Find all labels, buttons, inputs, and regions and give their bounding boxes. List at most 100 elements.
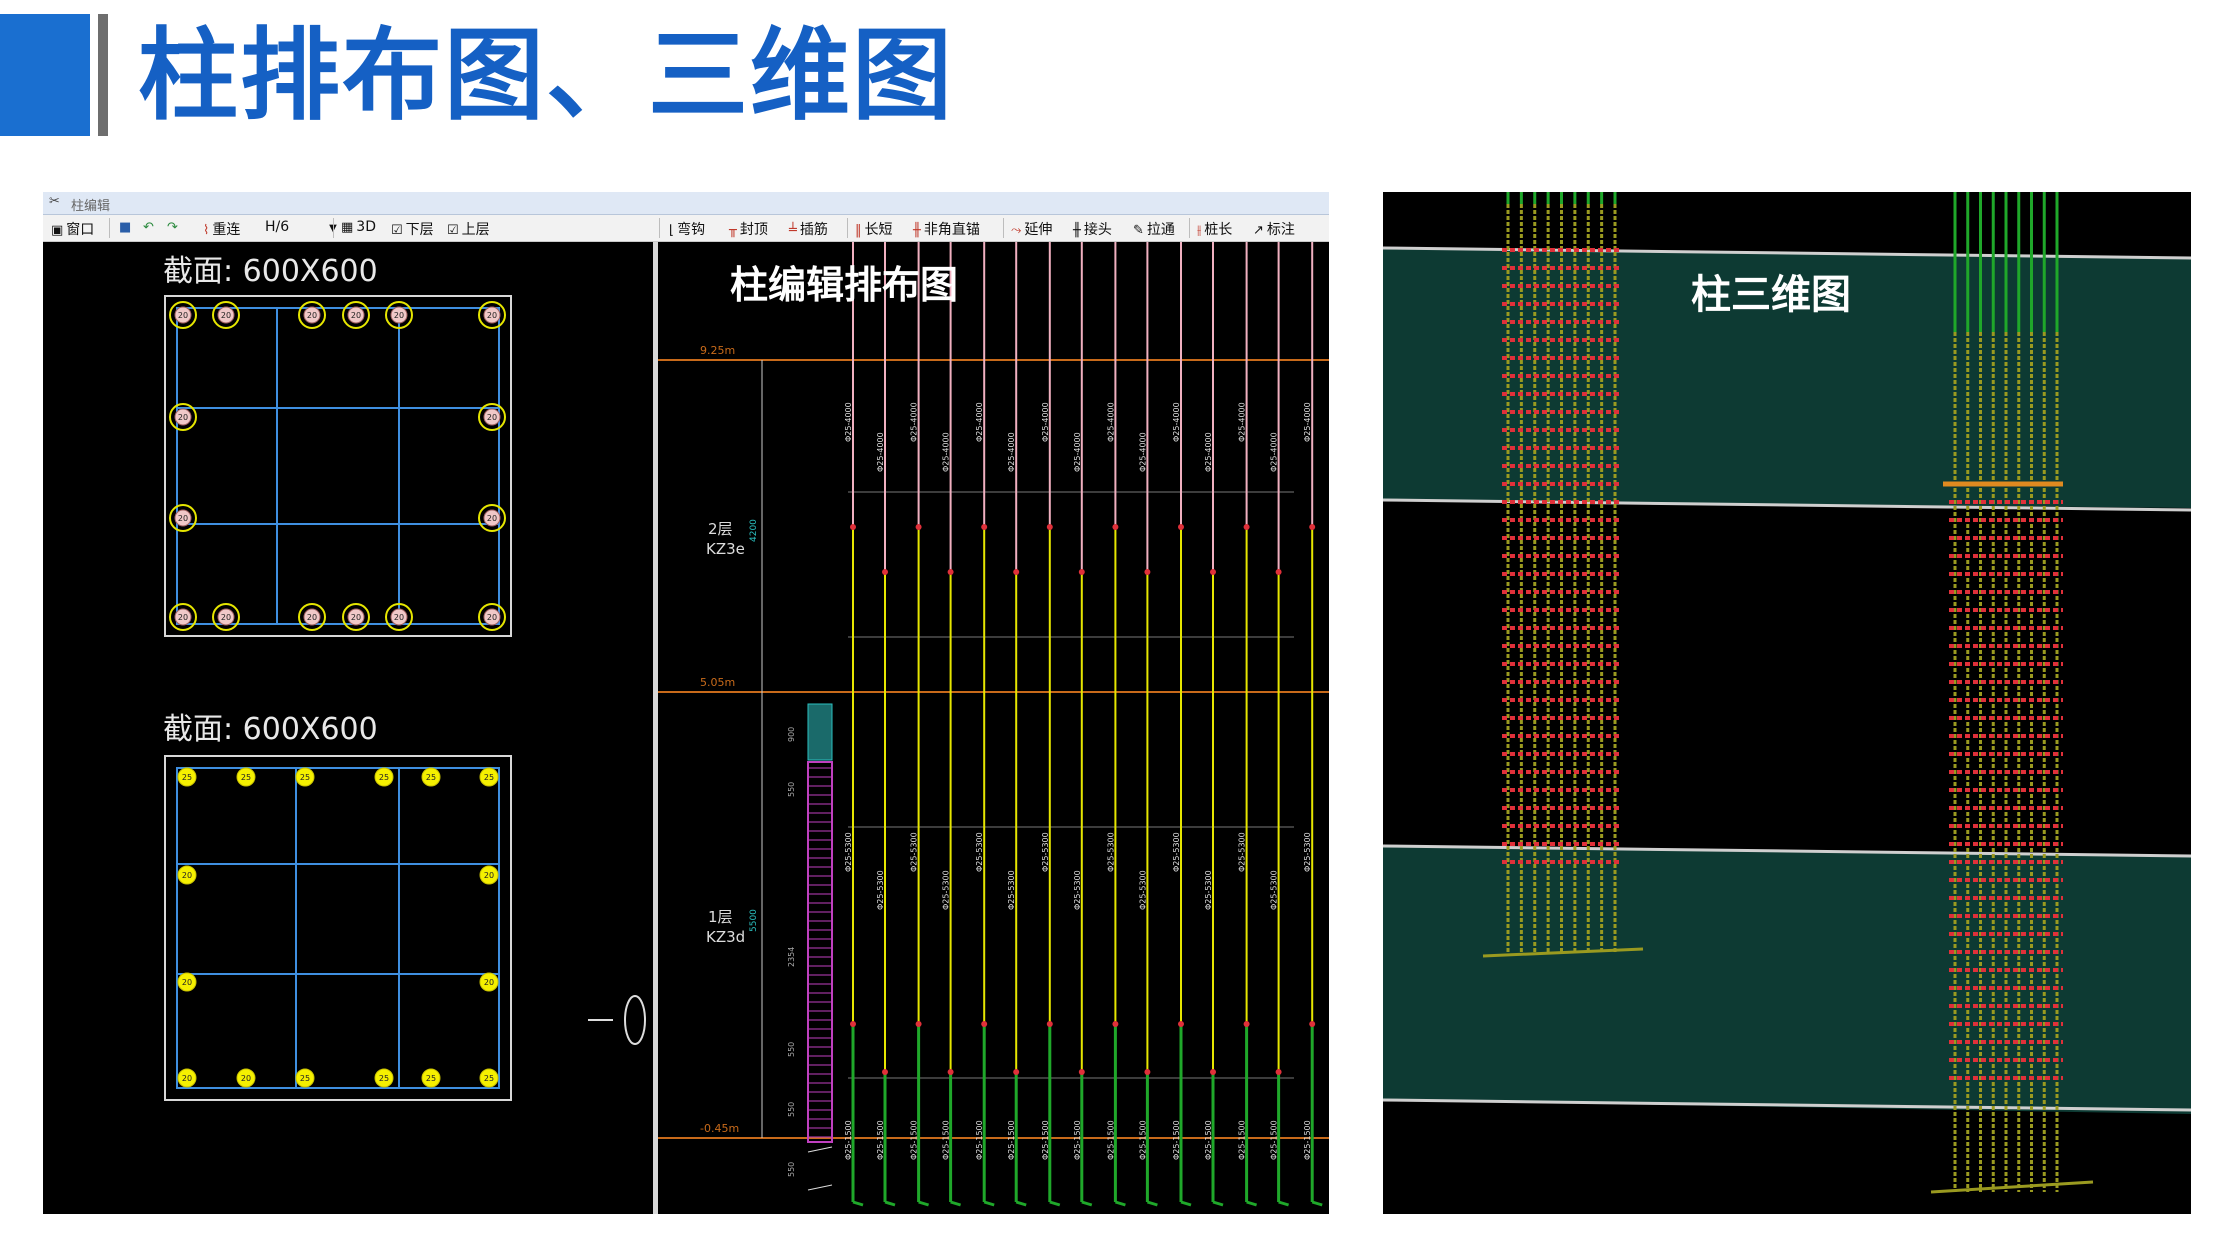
pane-splitter[interactable] — [653, 242, 658, 1214]
bar-circle — [177, 767, 197, 787]
bar-label: Φ25-5300 — [1138, 870, 1147, 910]
checkbox-checked-icon: ☑ — [391, 223, 403, 238]
bar-ring — [478, 403, 506, 431]
level-label: -0.45m — [700, 1122, 739, 1135]
bar-number: 25 — [182, 773, 192, 782]
joint-mark — [981, 524, 988, 530]
bar-circle — [295, 1068, 315, 1088]
rebar-hook — [1081, 1200, 1093, 1207]
bar-label: Φ25-5300 — [1041, 832, 1050, 872]
relink-button[interactable]: ⌇重连 — [203, 222, 241, 238]
hook-button[interactable]: ⌊弯钩 — [669, 222, 706, 238]
rebar-hook — [983, 1200, 995, 1207]
bar-label: Φ25-1500 — [1007, 1120, 1016, 1160]
annotate-button[interactable]: ↗标注 — [1253, 222, 1295, 238]
rebar-hook — [884, 1200, 896, 1207]
bar-number: 20 — [484, 978, 494, 987]
editor-app-icon: ✂ — [49, 194, 60, 209]
bar-label: Φ25-1500 — [1204, 1120, 1213, 1160]
svg-text:900: 900 — [787, 727, 796, 742]
bar-circle — [174, 509, 192, 527]
level-select[interactable]: H/6▼ — [265, 219, 337, 235]
section-outline-lower — [164, 755, 512, 1101]
extend-icon: ⤳ — [1011, 223, 1022, 238]
insert-bar-button[interactable]: ╧插筋 — [789, 222, 828, 238]
joint-mark — [981, 1021, 988, 1027]
joint-mark — [947, 569, 954, 575]
seal-top-button[interactable]: ╥封顶 — [729, 222, 768, 238]
window-button[interactable]: ▣窗口 — [51, 222, 95, 238]
column-code: KZ3e — [706, 540, 745, 558]
length-icon: ‖ — [855, 223, 862, 238]
elevation-drawing: 9.25m 5.05m -0.45m 2层 KZ3e 4200 1层 KZ3d … — [658, 242, 1329, 1207]
bar-number: 25 — [484, 1074, 494, 1083]
bar-number: 20 — [351, 613, 361, 622]
lower-layer-checkbox[interactable]: ☑下层 — [391, 222, 434, 238]
bar-circle — [177, 972, 197, 992]
bar-label: Φ25-5300 — [975, 832, 984, 872]
svg-text:2354: 2354 — [787, 947, 796, 967]
bar-label: Φ25-5300 — [1303, 832, 1312, 872]
bar-label: Φ25-4000 — [1238, 402, 1247, 442]
joint-mark — [1275, 1069, 1282, 1075]
joint-button[interactable]: ╫接头 — [1073, 222, 1112, 238]
bar-number: 20 — [178, 413, 188, 422]
bar-circle — [390, 306, 408, 324]
bar-number: 25 — [484, 773, 494, 782]
bar-circle — [236, 1068, 256, 1088]
bar-label: Φ25-4000 — [1007, 432, 1016, 472]
pull-through-button[interactable]: ✎拉通 — [1133, 222, 1175, 238]
stirrup-zone — [807, 761, 833, 1143]
bar-circle — [479, 865, 499, 885]
bar-label: Φ25-1500 — [1041, 1120, 1050, 1160]
joint-mark — [1013, 1069, 1020, 1075]
bar-ring — [478, 504, 506, 532]
redo-button[interactable]: ↷ — [167, 219, 181, 235]
level-label: 5.05m — [700, 676, 735, 689]
save-button[interactable]: ■ — [119, 219, 134, 235]
pile-icon: ⫲ — [1197, 223, 1202, 238]
bar-label: Φ25-1500 — [910, 1120, 919, 1160]
upper-layer-checkbox[interactable]: ☑上层 — [447, 222, 490, 238]
bar-label: Φ25-1500 — [1073, 1120, 1082, 1160]
header-accent-bar — [98, 14, 108, 136]
bar-circle — [174, 608, 192, 626]
window-icon: ▣ — [51, 223, 64, 238]
undo-button[interactable]: ↶ — [143, 219, 157, 235]
elevation-drawing-pane[interactable]: 9.25m 5.05m -0.45m 2层 KZ3e 4200 1层 KZ3d … — [658, 242, 1329, 1214]
joint-mark — [882, 569, 888, 575]
extend-button[interactable]: ⤳延伸 — [1011, 222, 1053, 238]
anchor-icon: ╫ — [913, 223, 921, 238]
floor-dim: 4200 — [749, 519, 759, 542]
bar-number: 20 — [182, 1074, 192, 1083]
bar-circle — [479, 972, 499, 992]
joint-mark — [1275, 569, 1282, 575]
bar-label: Φ25-4000 — [1106, 402, 1115, 442]
noncorner-anchor-button[interactable]: ╫非角直锚 — [913, 222, 980, 238]
length-button[interactable]: ‖长短 — [855, 222, 893, 238]
relink-icon: ⌇ — [203, 223, 210, 238]
pile-length-button[interactable]: ⫲桩长 — [1197, 222, 1233, 238]
toolbar-separator — [1189, 218, 1190, 238]
bar-label: Φ25-5300 — [942, 870, 951, 910]
joint-mark — [1144, 1069, 1151, 1075]
joint-mark — [1112, 524, 1119, 530]
bar-label: Φ25-1500 — [1138, 1120, 1147, 1160]
bar-circle — [174, 408, 192, 426]
bar-circle — [483, 608, 501, 626]
bar-label: Φ25-5300 — [1007, 870, 1016, 910]
bar-circle — [303, 306, 321, 324]
joint-mark — [1210, 1069, 1216, 1075]
view-3d-button[interactable]: ▦3D — [341, 219, 376, 235]
column-3d-view[interactable]: 柱三维图 — [1383, 192, 2191, 1214]
bar-number: 20 — [487, 311, 497, 320]
base-mark — [807, 1184, 833, 1191]
bar-label: Φ25-1500 — [1270, 1120, 1279, 1160]
section-label-upper: 截面: 600X600 — [163, 254, 378, 289]
bar-label: Φ25-1500 — [1303, 1120, 1312, 1160]
checkbox-checked-icon: ☑ — [447, 223, 459, 238]
joint-mark — [850, 524, 856, 530]
bar-circle — [347, 306, 365, 324]
stirrup-outer-upper — [176, 307, 500, 625]
